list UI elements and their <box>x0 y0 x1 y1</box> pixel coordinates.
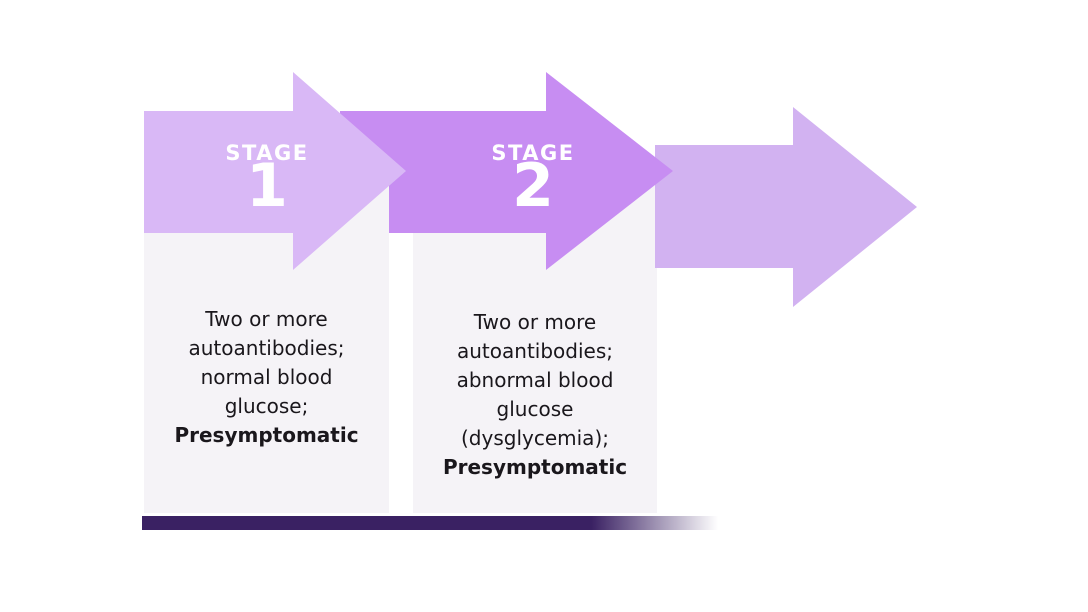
stage1-description-line: glucose; <box>224 394 309 418</box>
stage3-arrow <box>655 107 917 307</box>
stage2-description: Two or more autoantibodies; abnormal blo… <box>413 308 657 482</box>
stage2-description-line: glucose <box>496 397 574 421</box>
stage1-arrow <box>144 72 406 270</box>
stage1-number: 1 <box>246 151 288 221</box>
stage2-arrow <box>340 72 673 270</box>
stage1-emphasis-text: Presymptomatic <box>174 423 359 447</box>
stage1-arrow-shape <box>144 72 406 270</box>
stage2-description-line: abnormal blood <box>456 368 614 392</box>
stage1-description-line: normal blood <box>200 365 333 389</box>
stage2-description-line: (dysglycemia); <box>461 426 609 450</box>
stage1-description-line: Two or more <box>205 307 328 331</box>
stage2-label: STAGE <box>491 141 575 165</box>
stage2-description-line: Two or more <box>473 310 597 334</box>
underline-gradient-bar <box>142 516 718 530</box>
stage2-number: 2 <box>512 151 554 221</box>
stage1-label: STAGE <box>225 141 309 165</box>
stage2-arrow-shape <box>340 72 673 270</box>
stage2-emphasis-text: Presymptomatic <box>442 455 628 479</box>
stage1-description-line: autoantibodies; <box>188 336 345 360</box>
stage1-description: Two or more autoantibodies; normal blood… <box>144 305 389 450</box>
stage2-description-line: autoantibodies; <box>457 339 613 363</box>
stage3-arrow-shape <box>655 107 917 307</box>
